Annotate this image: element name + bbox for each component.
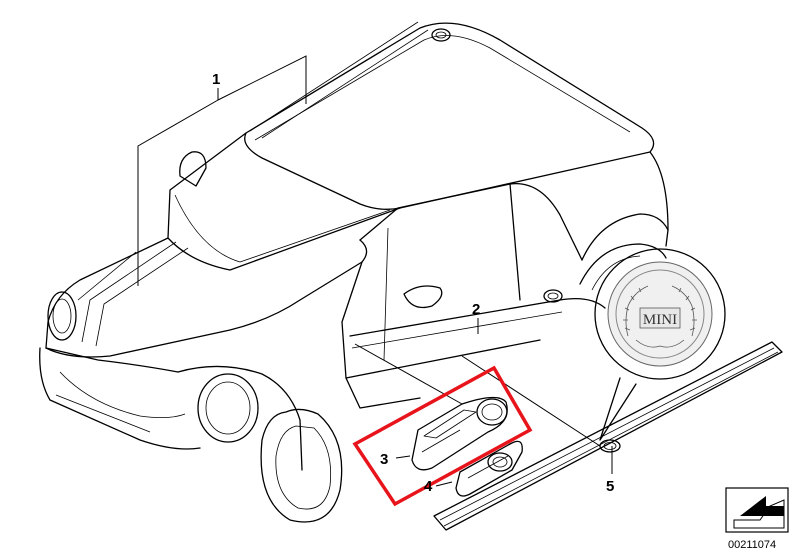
emblem-magnifier-icon: MINI [594, 248, 726, 441]
corner-arrow-icon [725, 487, 789, 533]
highlight-box [352, 365, 533, 507]
part-3-trim [411, 396, 508, 471]
callout-4: 4 [424, 478, 433, 495]
emblem-text: MINI [643, 312, 677, 328]
part-4-badge [455, 440, 523, 497]
car-outline-icon [39, 21, 669, 523]
door-sill-icon [433, 341, 783, 531]
callout-5: 5 [606, 478, 614, 495]
reference-number: 00211074 [728, 539, 776, 551]
callout-2: 2 [472, 301, 480, 318]
callout-1: 1 [212, 71, 220, 88]
callout-3: 3 [380, 451, 388, 468]
